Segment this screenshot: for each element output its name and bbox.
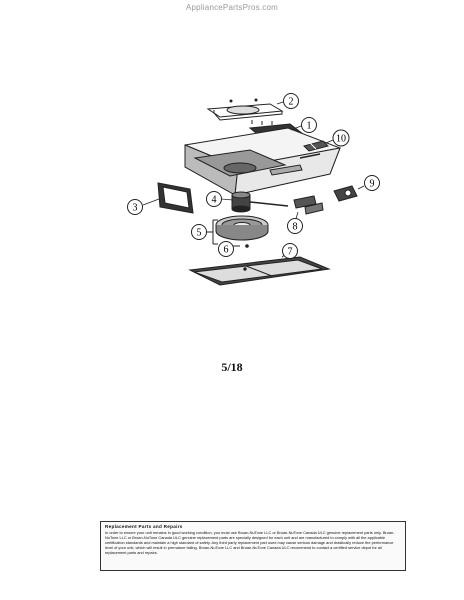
page-label: 5/18: [221, 360, 243, 374]
range-hood-body: [184, 127, 341, 196]
callout-label: 5: [197, 228, 202, 239]
callout-label: 7: [288, 247, 293, 258]
callout-8: 8: [287, 218, 303, 234]
callout-1: 1: [301, 117, 317, 133]
part-damper: [206, 98, 284, 121]
replacement-parts-notice: Replacement Parts and Repairs In order t…: [100, 521, 406, 571]
part-side-filter: [157, 182, 194, 214]
watermark: AppliancePartsPros.com: [186, 3, 278, 12]
callout-label: 3: [133, 203, 138, 214]
part-light-socket: [333, 185, 358, 202]
callout-7: 7: [282, 243, 298, 259]
callout-6: 6: [218, 241, 234, 257]
callout-10: 10: [332, 129, 350, 147]
callout-9: 9: [364, 175, 380, 191]
callout-4: 4: [206, 191, 222, 207]
notice-body: In order to ensure your unit remains in …: [105, 530, 395, 556]
callout-bracket: [207, 219, 218, 245]
callout-5: 5: [191, 224, 207, 240]
callout-label: 6: [224, 245, 229, 256]
notice-title: Replacement Parts and Repairs: [105, 524, 183, 529]
callout-label: 9: [370, 179, 375, 190]
callout-2: 2: [283, 93, 299, 109]
callout-label: 10: [336, 134, 346, 145]
part-motor: [231, 191, 289, 213]
callout-label: 2: [289, 97, 294, 108]
part-nut: [233, 244, 249, 248]
part-grease-filter: [188, 256, 331, 286]
part-connector: [293, 195, 324, 215]
callout-label: 4: [212, 195, 217, 206]
part-blower-wheel: [215, 215, 269, 241]
callout-3: 3: [127, 199, 143, 215]
callout-label: 1: [307, 121, 312, 132]
part-switch: [303, 140, 329, 152]
callout-label: 8: [293, 222, 298, 233]
